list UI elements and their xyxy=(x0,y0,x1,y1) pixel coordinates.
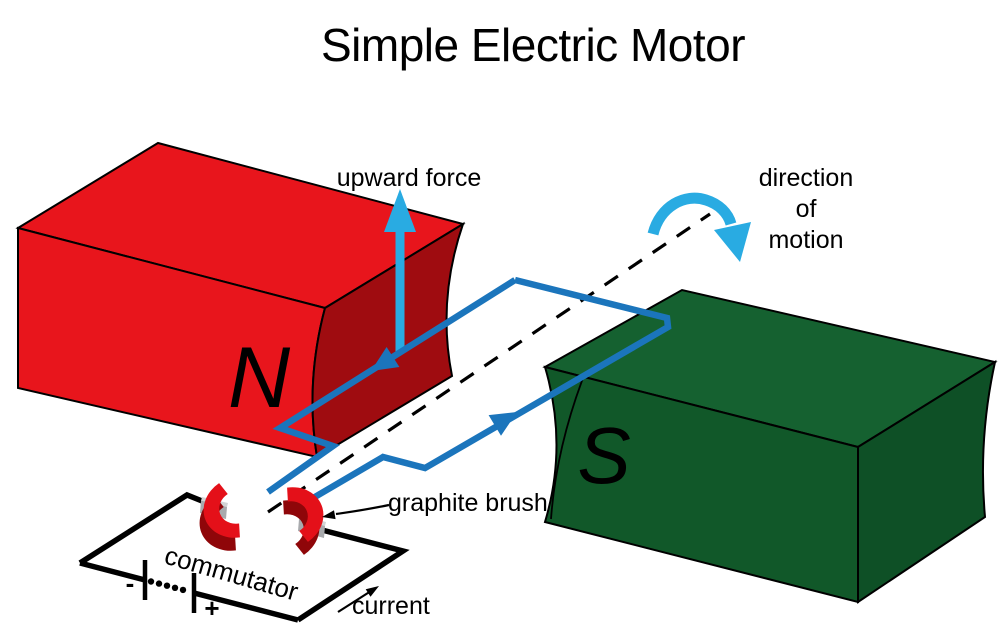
south-magnet-pole-edge xyxy=(550,377,584,520)
rotation-axis-dashed-line xyxy=(267,212,711,514)
wire-loop-far-side xyxy=(266,277,517,495)
direction-of-motion-arrow xyxy=(647,192,751,262)
battery-dot xyxy=(155,580,163,587)
battery-minus-sign: - xyxy=(126,568,135,598)
annotation-arrows xyxy=(322,503,390,613)
south-magnet: S xyxy=(542,288,998,604)
current-label: current xyxy=(352,592,430,620)
circuit-wire-to-battery-pos xyxy=(193,590,299,623)
commutator-left-half-face xyxy=(203,483,240,538)
motion-arrow-head xyxy=(714,222,751,262)
circuit-wire-right xyxy=(296,527,410,623)
battery-symbol: - + xyxy=(126,560,220,623)
upward-force-arrow xyxy=(384,189,416,353)
wire-loop-near-side xyxy=(306,276,672,504)
direction-label-line1: direction xyxy=(759,164,854,192)
battery-dot xyxy=(171,584,179,591)
direction-label-line2: of xyxy=(796,195,817,223)
graphite-brush-pointer-line xyxy=(335,503,390,516)
current-pointer-line xyxy=(337,590,372,613)
circuit-wire-to-battery-neg xyxy=(79,560,146,583)
upward-force-arrow-head xyxy=(384,189,416,232)
graphite-brush-label: graphite brush xyxy=(388,489,548,517)
south-pole-label: S xyxy=(577,411,630,500)
diagram-title: Simple Electric Motor xyxy=(321,19,745,71)
direction-label-line3: motion xyxy=(768,226,843,254)
motion-arrow-arc xyxy=(647,192,737,236)
battery-cell-dots xyxy=(147,578,187,594)
upward-force-label: upward force xyxy=(337,164,482,192)
direction-of-motion-label: direction of motion xyxy=(759,164,854,254)
commutator-rings xyxy=(199,483,324,555)
current-pointer-head xyxy=(365,586,379,597)
battery-dot xyxy=(147,578,155,585)
external-circuit: - + xyxy=(78,491,410,623)
battery-dot xyxy=(163,582,171,589)
north-pole-label: N xyxy=(228,330,291,426)
south-magnet-right-face xyxy=(857,359,997,604)
north-magnet-pole-face xyxy=(311,221,465,459)
upward-force-arrow-shaft xyxy=(395,229,405,353)
current-direction-arrow-far xyxy=(371,347,400,371)
current-direction-arrow-near xyxy=(488,412,517,436)
commutator-right-half-face xyxy=(287,487,324,542)
battery-plus-sign: + xyxy=(204,593,219,623)
south-magnet-front-face xyxy=(543,365,859,604)
graphite-brush-pointer-head xyxy=(322,510,336,520)
armature-wire-loop xyxy=(266,276,672,504)
battery-dot xyxy=(179,586,187,594)
